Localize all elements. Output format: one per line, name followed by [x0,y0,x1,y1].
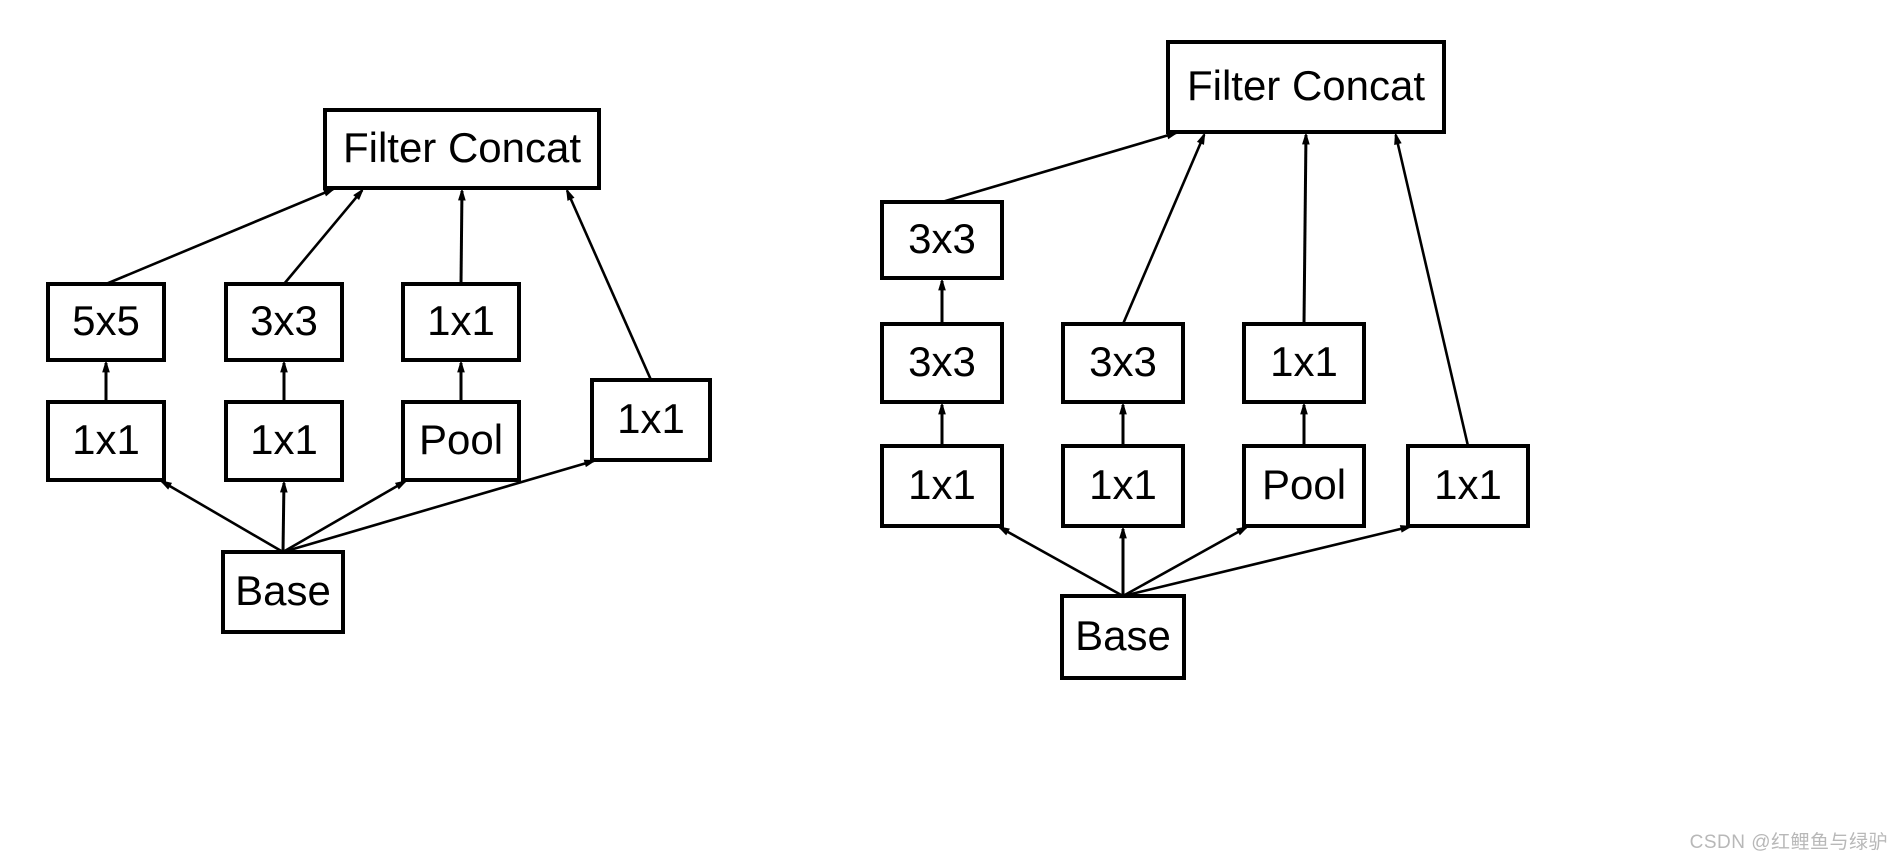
edge-L-1x1-t-to-L-concat [459,190,464,285]
node-label: 1x1 [250,416,318,463]
node-box[interactable] [224,400,344,482]
edge-R-1x1-d-to-R-concat [1394,134,1470,447]
node-box[interactable] [46,400,166,482]
arrowhead-L-3x3-to-L-concat [353,188,365,200]
edge-R-3x3-t-to-R-concat [941,131,1177,204]
node-r-3x3-c[interactable]: 3x3 [1061,322,1185,404]
arrowhead-L-base-to-L-1x1-a [159,480,173,490]
edges-layer [102,131,1470,598]
arrowhead-R-pool-to-R-1x1-c [1300,402,1308,415]
node-box[interactable] [590,378,712,462]
arrowhead-L-1x1-a-to-L-5x5 [102,360,110,373]
edge-L-base-to-L-1x1-b [281,482,286,553]
arrowhead-L-1x1-r-to-L-concat [565,188,575,201]
node-r-pool[interactable]: Pool [1242,444,1366,528]
node-l-1x1-t[interactable]: 1x1 [401,282,521,362]
arrowhead-L-5x5-to-L-concat [323,188,336,197]
node-box[interactable] [224,282,344,362]
node-r-1x1-a[interactable]: 1x1 [880,444,1004,528]
node-box[interactable] [1061,444,1185,528]
node-box[interactable] [1406,444,1530,528]
arrowhead-L-pool-to-L-1x1-t [457,360,465,373]
node-label: Filter Concat [343,124,581,171]
arrowhead-R-1x1-b-to-R-3x3-c [1119,402,1127,415]
edge-R-1x1-c-to-R-concat [1302,134,1308,325]
node-r-1x1-b[interactable]: 1x1 [1061,444,1185,528]
node-label: 3x3 [908,215,976,262]
edge-L-5x5-to-L-concat [105,187,334,286]
node-label: Filter Concat [1187,62,1425,109]
arrowhead-L-base-to-L-pool [394,480,408,490]
arrowhead-R-1x1-d-to-R-concat [1394,132,1402,145]
edge-L-3x3-to-L-concat [283,189,364,285]
node-label: Base [1075,612,1171,659]
node-l-pool[interactable]: Pool [401,400,521,482]
node-box[interactable] [1242,444,1366,528]
node-label: 5x5 [72,297,140,344]
node-box[interactable] [1060,594,1186,680]
node-box[interactable] [323,108,601,190]
node-label: 1x1 [908,461,976,508]
node-l-1x1-b[interactable]: 1x1 [224,400,344,482]
arrowhead-R-3x3-c-to-R-concat [1196,132,1206,145]
edge-L-base-to-L-1x1-r [282,459,595,554]
node-label: 1x1 [1270,338,1338,385]
node-label: 1x1 [72,416,140,463]
csdn-watermark: CSDN @红鲤鱼与绿驴 [1689,832,1888,853]
edge-L-base-to-L-1x1-a [161,480,284,554]
node-label: 3x3 [1089,338,1157,385]
node-label: 1x1 [427,297,495,344]
edge-R-base-to-R-1x1-a [999,526,1124,598]
node-r-3x3-t[interactable]: 3x3 [880,200,1004,280]
arrowhead-R-base-to-R-pool [1236,526,1249,536]
node-l-5x5[interactable]: 5x5 [46,282,166,362]
edge-L-base-to-L-pool [282,480,406,554]
node-box[interactable] [401,400,521,482]
node-r-base[interactable]: Base [1060,594,1186,680]
node-l-1x1-r[interactable]: 1x1 [590,378,712,462]
node-box[interactable] [1061,322,1185,404]
arrowhead-R-3x3-m-to-R-3x3-t [938,278,946,291]
node-l-3x3[interactable]: 3x3 [224,282,344,362]
arrowhead-L-1x1-b-to-L-3x3 [280,360,288,373]
node-label: 3x3 [250,297,318,344]
node-label: 1x1 [1434,461,1502,508]
node-box[interactable] [401,282,521,362]
node-r-concat[interactable]: Filter Concat [1166,40,1446,134]
node-r-1x1-d[interactable]: 1x1 [1406,444,1530,528]
arrowhead-R-base-to-R-1x1-a [997,526,1010,536]
edge-R-base-to-R-1x1-d [1122,525,1411,598]
arrowhead-R-base-to-R-1x1-b [1119,526,1127,539]
node-r-3x3-m[interactable]: 3x3 [880,322,1004,404]
edge-R-3x3-c-to-R-concat [1121,134,1206,325]
arrowhead-R-1x1-c-to-R-concat [1302,132,1310,145]
node-box[interactable] [880,200,1004,280]
node-box[interactable] [880,444,1004,528]
node-label: Pool [1262,461,1346,508]
node-box[interactable] [1166,40,1446,134]
node-r-1x1-c[interactable]: 1x1 [1242,322,1366,404]
node-box[interactable] [880,322,1004,404]
node-l-base[interactable]: Base [221,550,345,634]
edge-R-base-to-R-pool [1122,526,1247,598]
node-box[interactable] [46,282,166,362]
edge-L-1x1-r-to-L-concat [565,190,653,381]
node-label: 3x3 [908,338,976,385]
node-box[interactable] [1242,322,1366,404]
arrowhead-L-base-to-L-1x1-b [279,480,288,493]
arrowhead-R-1x1-a-to-R-3x3-m [938,402,946,415]
node-label: Pool [419,416,503,463]
node-label: 1x1 [1089,461,1157,508]
node-l-1x1-a[interactable]: 1x1 [46,400,166,482]
node-label: 1x1 [617,395,685,442]
node-box[interactable] [221,550,345,634]
arrowhead-L-1x1-t-to-L-concat [458,188,466,201]
node-l-concat[interactable]: Filter Concat [323,108,601,190]
node-label: Base [235,567,331,614]
